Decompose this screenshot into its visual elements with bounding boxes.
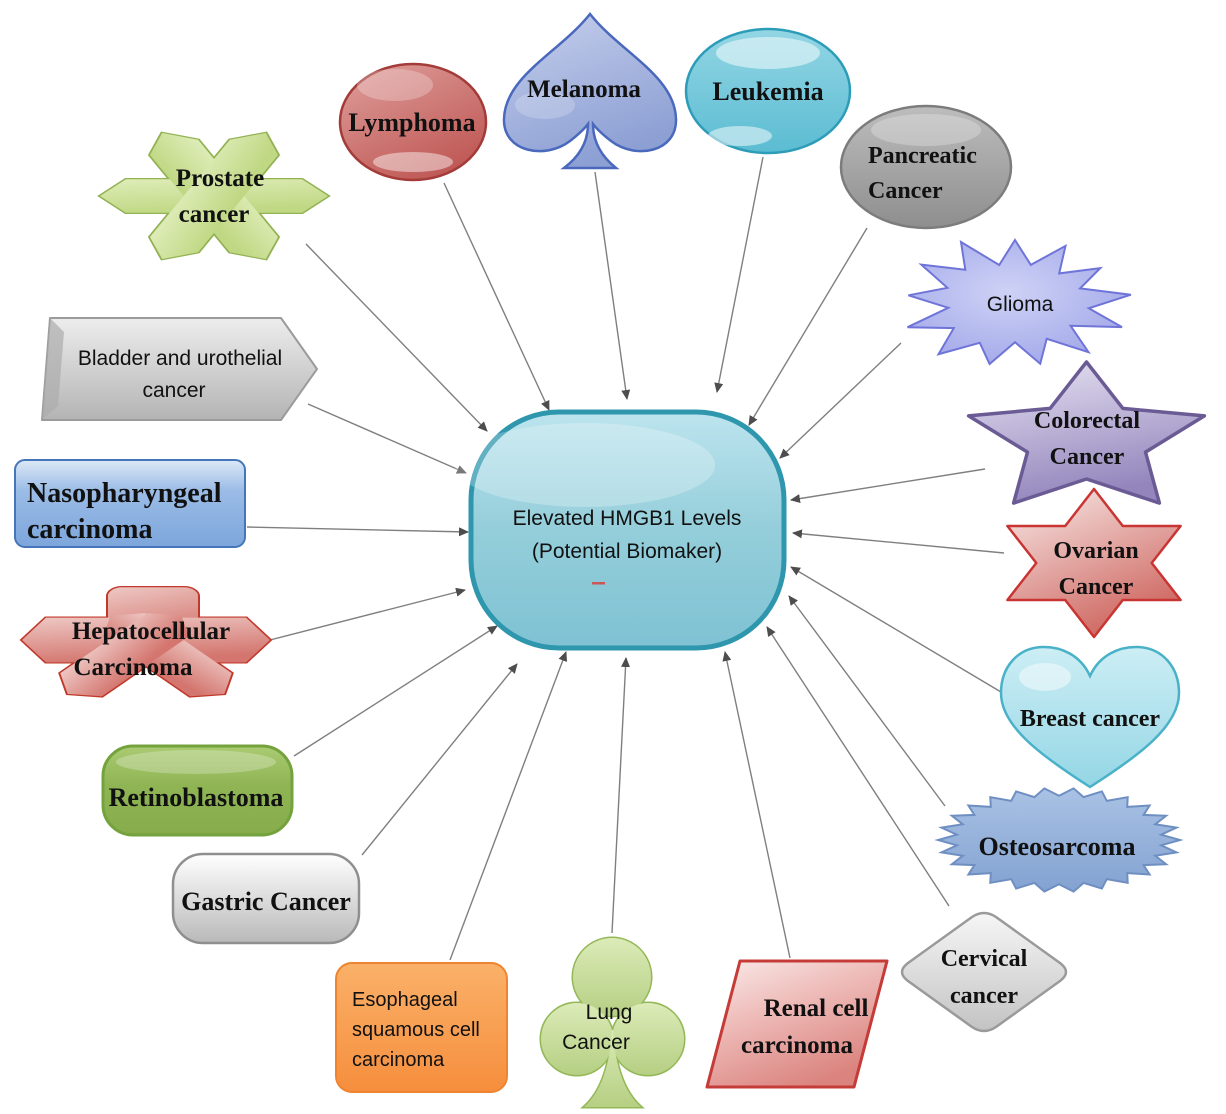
svg-text:Ovarian: Ovarian bbox=[1053, 538, 1138, 564]
svg-text:(Potential Biomaker): (Potential Biomaker) bbox=[532, 540, 722, 563]
svg-text:cancer: cancer bbox=[142, 379, 205, 402]
svg-text:Bladder and urothelial: Bladder and urothelial bbox=[78, 347, 282, 370]
svg-text:Elevated HMGB1 Levels: Elevated HMGB1 Levels bbox=[513, 507, 742, 530]
svg-text:cancer: cancer bbox=[179, 201, 250, 228]
svg-text:carcinoma: carcinoma bbox=[741, 1032, 854, 1059]
svg-text:Cancer: Cancer bbox=[868, 178, 943, 204]
svg-text:Prostate: Prostate bbox=[176, 165, 264, 192]
svg-text:Leukemia: Leukemia bbox=[712, 77, 823, 106]
svg-text:Cancer: Cancer bbox=[1050, 444, 1125, 470]
svg-text:carcinoma: carcinoma bbox=[27, 514, 152, 545]
svg-text:Osteosarcoma: Osteosarcoma bbox=[979, 832, 1136, 861]
svg-text:Lung: Lung bbox=[586, 1001, 633, 1024]
svg-text:Colorectal: Colorectal bbox=[1034, 408, 1141, 434]
svg-text:cancer: cancer bbox=[950, 983, 1018, 1009]
svg-text:squamous cell: squamous cell bbox=[352, 1019, 480, 1041]
svg-text:Cancer: Cancer bbox=[1059, 574, 1134, 600]
svg-text:Cancer: Cancer bbox=[562, 1031, 630, 1054]
svg-text:Carcinoma: Carcinoma bbox=[74, 654, 193, 681]
svg-text:carcinoma: carcinoma bbox=[352, 1049, 445, 1071]
svg-text:Glioma: Glioma bbox=[987, 293, 1054, 316]
svg-text:Lymphoma: Lymphoma bbox=[348, 108, 475, 137]
svg-text:Cervical: Cervical bbox=[941, 946, 1028, 972]
svg-text:Esophageal: Esophageal bbox=[352, 989, 458, 1011]
svg-text:Hepatocellular: Hepatocellular bbox=[72, 618, 230, 645]
svg-text:Retinoblastoma: Retinoblastoma bbox=[109, 783, 284, 812]
svg-text:Renal cell: Renal cell bbox=[764, 995, 869, 1022]
svg-text:Pancreatic: Pancreatic bbox=[868, 143, 977, 169]
svg-text:Breast cancer: Breast cancer bbox=[1020, 706, 1161, 732]
svg-text:Nasopharyngeal: Nasopharyngeal bbox=[27, 478, 222, 509]
svg-text:Gastric Cancer: Gastric Cancer bbox=[181, 887, 351, 916]
svg-text:Melanoma: Melanoma bbox=[527, 76, 641, 103]
